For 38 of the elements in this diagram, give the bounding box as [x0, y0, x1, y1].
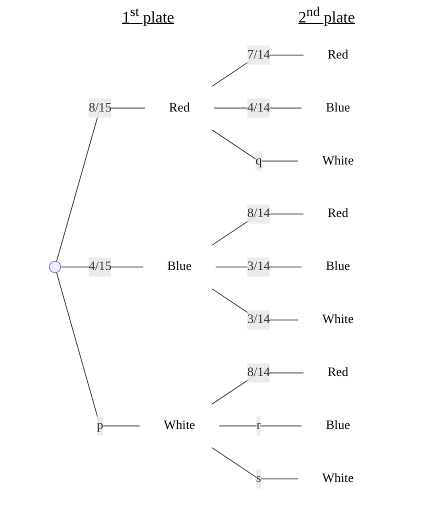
edge-label: q — [255, 154, 262, 168]
connector — [211, 55, 304, 88]
edge-label: 4/14 — [247, 101, 270, 115]
connector — [211, 214, 304, 246]
column-heading: 1$^{st}$ plate — [122, 4, 174, 28]
edge-label: 3/14 — [247, 260, 270, 274]
node-text: Red — [328, 207, 348, 221]
connector — [211, 372, 304, 405]
connector — [60, 266, 144, 268]
edge-label: 8/14 — [247, 366, 270, 380]
node-point — [48, 261, 61, 274]
connector — [56, 272, 140, 427]
edge-label: 3/14 — [247, 313, 270, 327]
node-text: Blue — [326, 419, 350, 433]
node-text: White — [322, 313, 354, 327]
node-text: Blue — [326, 260, 350, 274]
edge-label: r — [256, 419, 261, 433]
connector — [213, 108, 302, 109]
connector — [211, 448, 299, 480]
node-text: Red — [328, 48, 348, 62]
node-text: Blue — [326, 101, 350, 115]
connector — [56, 108, 146, 262]
edge-label: s — [256, 472, 262, 486]
edge-label: 8/15 — [88, 101, 112, 115]
connector — [215, 266, 302, 268]
node-text: Red — [169, 101, 190, 115]
connector — [218, 426, 302, 427]
column-heading: 2$^{nd}$ plate — [298, 4, 355, 28]
node-text: Red — [328, 366, 348, 380]
node-text: White — [164, 419, 196, 433]
edge-label: p — [96, 419, 104, 433]
node-text: White — [322, 154, 354, 168]
edge-label: 7/14 — [247, 48, 270, 62]
edge-label: 4/15 — [88, 260, 112, 274]
node-text: Blue — [167, 260, 192, 274]
edge-label: 8/14 — [247, 207, 270, 221]
connector — [211, 130, 299, 162]
node-text: White — [322, 472, 354, 486]
